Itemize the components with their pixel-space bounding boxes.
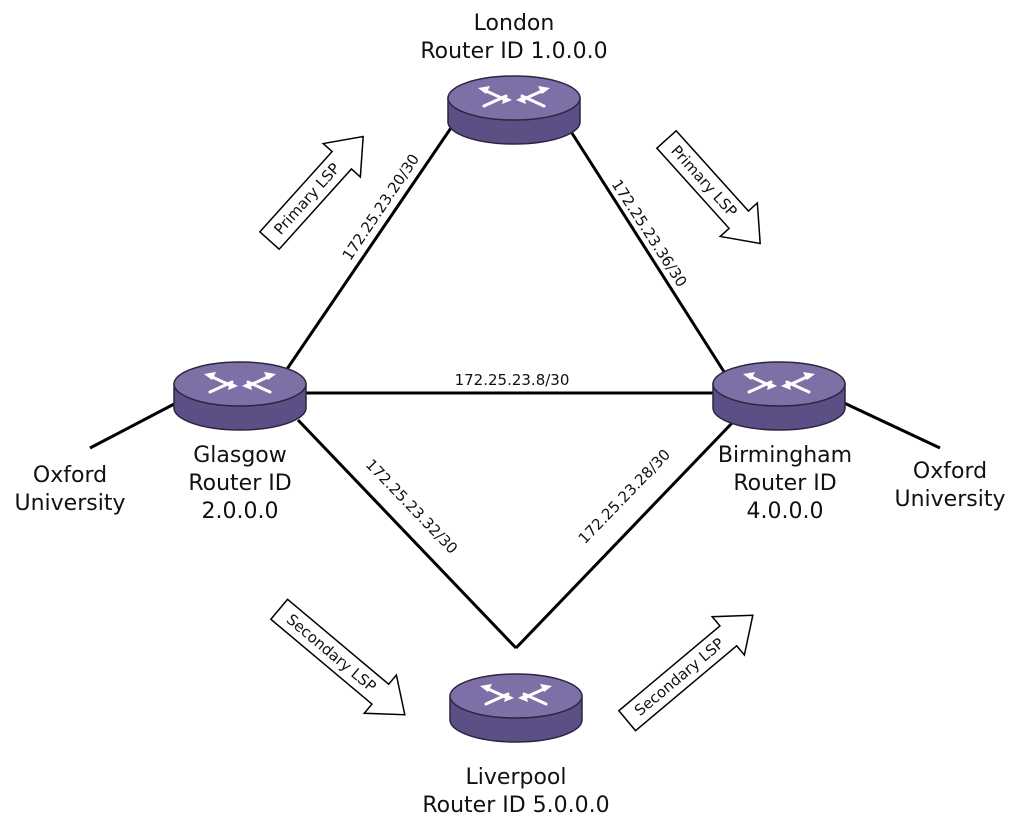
router-london (446, 74, 582, 146)
oxford-right-label: Oxford University (890, 458, 1010, 514)
london-router-id: Router ID 1.0.0.0 (420, 39, 608, 64)
london-label: London Router ID 1.0.0.0 (414, 10, 614, 66)
link-label-liverpool-birmingham: 172.25.23.28/30 (575, 446, 674, 548)
secondary-lsp-label-2: Secondary LSP (631, 634, 728, 719)
secondary-lsp-arrow-2: Secondary LSP (617, 614, 754, 732)
router-birmingham (711, 360, 847, 432)
link-label-glasgow-liverpool: 172.25.23.32/30 (362, 456, 461, 558)
birmingham-router-id-value: 4.0.0.0 (746, 499, 824, 524)
link-label-glasgow-birmingham: 172.25.23.8/30 (455, 371, 570, 389)
birmingham-router-id-label: Router ID (733, 471, 837, 496)
primary-lsp-label-2: Primary LSP (667, 142, 740, 221)
birmingham-name: Birmingham (717, 443, 853, 468)
oxford-right-line1: Oxford (912, 459, 988, 484)
primary-lsp-arrow-2: Primary LSP (655, 129, 761, 245)
oxford-left-line1: Oxford (32, 463, 108, 488)
oxford-left-line2: University (14, 491, 126, 516)
glasgow-label: Glasgow Router ID 2.0.0.0 (170, 442, 310, 526)
liverpool-name: Liverpool (465, 765, 567, 790)
liverpool-label: Liverpool Router ID 5.0.0.0 (416, 764, 616, 820)
secondary-lsp-label-1: Secondary LSP (283, 610, 380, 695)
primary-lsp-label-1: Primary LSP (270, 160, 343, 239)
router-glasgow (172, 360, 308, 432)
link-glasgow-london (283, 121, 457, 373)
link-oxford-left (89, 400, 179, 450)
oxford-left-label: Oxford University (10, 462, 130, 518)
glasgow-name: Glasgow (193, 443, 287, 468)
links (89, 121, 941, 650)
link-london-birmingham (568, 129, 730, 379)
link-liverpool-birmingham (514, 420, 735, 650)
router-liverpool (448, 672, 584, 744)
liverpool-router-id: Router ID 5.0.0.0 (422, 793, 610, 818)
link-glasgow-liverpool (296, 418, 518, 650)
london-name: London (473, 11, 555, 36)
oxford-right-line2: University (894, 487, 1006, 512)
link-label-london-birmingham: 172.25.23.36/30 (608, 176, 691, 290)
link-oxford-right (841, 400, 941, 450)
secondary-lsp-arrow-1: Secondary LSP (269, 598, 406, 716)
glasgow-router-id-value: 2.0.0.0 (201, 499, 279, 524)
glasgow-router-id-label: Router ID (188, 471, 292, 496)
birmingham-label: Birmingham Router ID 4.0.0.0 (710, 442, 860, 526)
